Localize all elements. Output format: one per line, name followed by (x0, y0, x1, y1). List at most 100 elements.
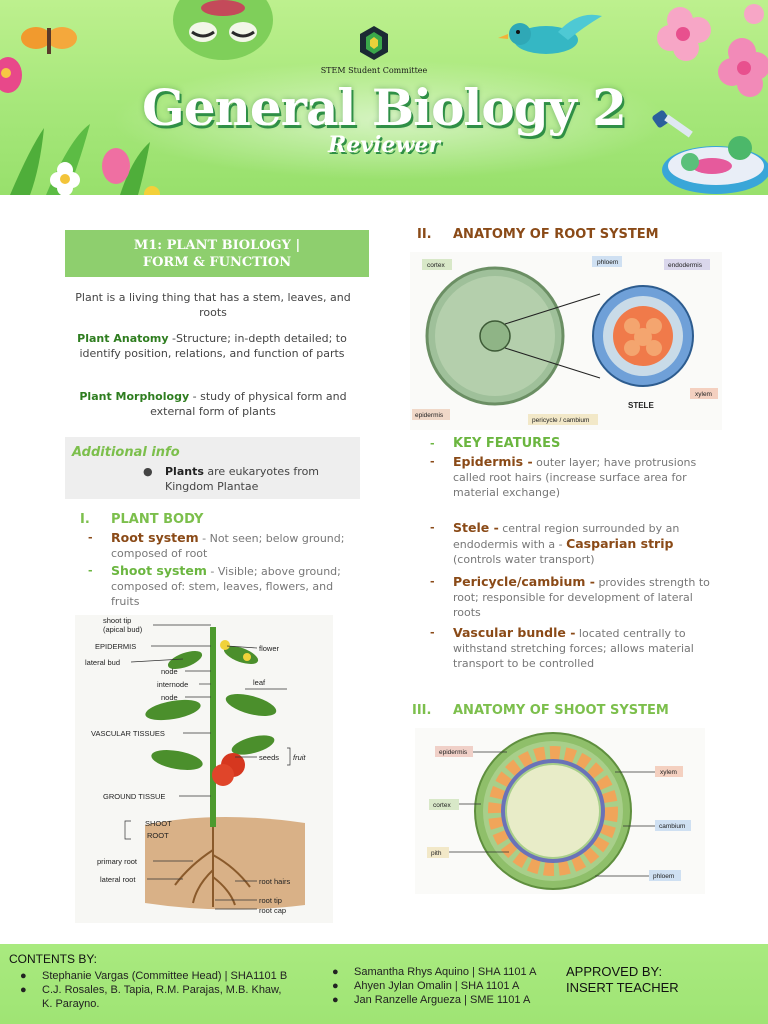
plant-morphology-text: - study of physical form and external fo… (150, 390, 347, 418)
root-system-text: - Not seen; below ground; composed of ro… (111, 532, 345, 560)
label-shoot-cortex: cortex (433, 802, 451, 809)
label-root-epidermis: epidermis (415, 412, 444, 419)
module-header: M1: PLANT BIOLOGY | FORM & FUNCTION (65, 230, 369, 277)
label-root-pericycle: pericycle / cambium (532, 417, 589, 424)
list-item: ● C.J. Rosales, B. Tapia, R.M. Parajas, … (20, 982, 340, 998)
list-item: - Stele - central region surrounded by a… (430, 520, 680, 566)
butterfly-icon (21, 27, 77, 54)
label-shoot: SHOOT (145, 819, 172, 828)
committee-name: STEM Student Committee (320, 66, 428, 75)
shoot-system-text: - Visible; above ground; composed of: st… (111, 565, 341, 608)
bird-icon (498, 14, 602, 54)
plant-anatomy-term: Plant Anatomy (77, 332, 169, 345)
label-flower: flower (259, 644, 280, 653)
credit-line: C.J. Rosales, B. Tapia, R.M. Parajas, M.… (42, 984, 282, 996)
label-shoot-xylem: xylem (660, 769, 677, 776)
key-features-heading: - KEY FEATURES (430, 436, 561, 451)
label-shoot-pith: pith (431, 850, 442, 857)
bullet-dot-icon: ● (332, 966, 339, 978)
label-root-endodermis: endodermis (668, 262, 703, 269)
module-title-line1: M1: PLANT BIOLOGY | (133, 238, 301, 253)
list-item: ● Samantha Rhys Aquino | SHA 1101 A (332, 964, 562, 980)
label-shoot-tip: shoot tip (103, 616, 131, 625)
list-item: ● Stephanie Vargas (Committee Head) | SH… (20, 968, 340, 984)
bullet-dot-icon: ● (332, 980, 339, 992)
label-vascular-tissues: VASCULAR TISSUES (91, 729, 165, 738)
vascular-bundle-text: located centrally to withstand stretchin… (453, 627, 694, 670)
contents-by-heading: CONTENTS BY: (9, 952, 98, 966)
vascular-bundle-term: Vascular bundle - (453, 625, 576, 640)
shoot-cross-section-diagram: epidermis xylem cortex cambium pith phlo… (415, 728, 705, 894)
bullet-dot-icon: ● (332, 994, 339, 1006)
plant-body-title: PLANT BODY (111, 512, 204, 527)
label-leaf: leaf (253, 678, 266, 687)
additional-info-term: Plants (165, 465, 204, 478)
root-cross-section-illustration: cortex phloem endodermis epidermis peric… (412, 256, 718, 425)
bullet-dot-icon: ● (20, 970, 27, 982)
plant-illustration: shoot tip (apical bud) EPIDERMIS lateral… (85, 616, 306, 915)
label-seeds: seeds (259, 753, 279, 762)
dropper-icon (652, 110, 693, 138)
credit-line: Samantha Rhys Aquino | SHA 1101 A (354, 966, 537, 978)
label-root-stele: STELE (628, 401, 654, 410)
root-anatomy-number: II. (417, 227, 432, 242)
label-epidermis: EPIDERMIS (95, 642, 136, 651)
bullet-dot-icon: ● (20, 984, 27, 996)
petri-dish-icon (662, 136, 768, 194)
module-title-line2: FORM & FUNCTION (142, 255, 292, 270)
additional-info-heading: Additional info (72, 445, 180, 460)
label-root-xylem: xylem (695, 391, 712, 398)
epidermis-term: Epidermis - (453, 454, 533, 469)
label-shoot-phloem: phloem (653, 873, 674, 880)
banner-glow (110, 60, 670, 180)
label-node: node (161, 667, 178, 676)
list-item: - Vascular bundle - located centrally to… (430, 625, 694, 670)
plant-body-heading: I. PLANT BODY (80, 512, 340, 530)
shoot-system-term: Shoot system (111, 563, 207, 578)
credit-line: Ahyen Jylan Omalin | SHA 1101 A (354, 980, 520, 992)
label-root-phloem: phloem (597, 259, 618, 266)
list-item: - Shoot system - Visible; above ground; … (88, 563, 341, 608)
page-subtitle: Reviewer (328, 132, 440, 158)
label-root-hairs: root hairs (259, 877, 291, 886)
approved-by-label: APPROVED BY: (566, 964, 663, 979)
plant-morphology-term: Plant Morphology (79, 390, 190, 403)
label-primary-root: primary root (97, 857, 138, 866)
label-fruit: fruit (293, 753, 306, 762)
stem-logo-icon (360, 26, 388, 60)
stele-term: Stele - (453, 520, 499, 535)
butterfly-icon (0, 57, 22, 93)
label-node: node (161, 693, 178, 702)
frog-icon (173, 0, 273, 60)
label-shoot-epidermis: epidermis (439, 749, 468, 756)
list-item: - Epidermis - outer layer; have protrusi… (430, 454, 697, 499)
plant-anatomy-definition: Plant Anatomy -Structure; in-depth detai… (62, 331, 362, 361)
page-title: General Biology 2 (142, 78, 627, 137)
casparian-strip-term: Casparian strip (566, 536, 674, 551)
approval-block: APPROVED BY: INSERT TEACHER (566, 964, 679, 996)
list-item: - Root system - Not seen; below ground; … (88, 530, 345, 560)
pericycle-term: Pericycle/cambium - (453, 574, 595, 589)
credit-line: Stephanie Vargas (Committee Head) | SHA1… (42, 970, 288, 982)
label-lateral-root: lateral root (100, 875, 136, 884)
list-item: ● Jan Ranzelle Argueza | SME 1101 A (332, 992, 562, 1008)
epidermis-text: outer layer; have protrusions called roo… (453, 456, 697, 499)
list-item: K. Parayno. (20, 996, 340, 1012)
shoot-anatomy-heading: III. ANATOMY OF SHOOT SYSTEM (412, 703, 712, 721)
casparian-strip-text: (controls water transport) (453, 553, 595, 566)
plant-definition: Plant is a living thing that has a stem,… (75, 291, 351, 319)
label-root: ROOT (147, 831, 169, 840)
label-lateral-bud: lateral bud (85, 658, 120, 667)
label-ground-tissue: GROUND TISSUE (103, 792, 165, 801)
list-item: - Pericycle/cambium - provides strength … (430, 574, 710, 619)
list-item: ● Ahyen Jylan Omalin | SHA 1101 A (332, 978, 562, 994)
label-root-tip: root tip (259, 896, 282, 905)
stele-text: central region surrounded by an endoderm… (453, 522, 680, 551)
label-root-cortex: cortex (427, 262, 445, 269)
credit-line: K. Parayno. (42, 998, 100, 1010)
additional-info-text: are eukaryotes from Kingdom Plantae (165, 465, 320, 493)
tulip-icon (10, 124, 160, 195)
root-anatomy-heading: II. ANATOMY OF ROOT SYSTEM (417, 227, 717, 245)
label-internode: internode (157, 680, 188, 689)
plant-morphology-definition: Plant Morphology - study of physical for… (68, 389, 358, 419)
